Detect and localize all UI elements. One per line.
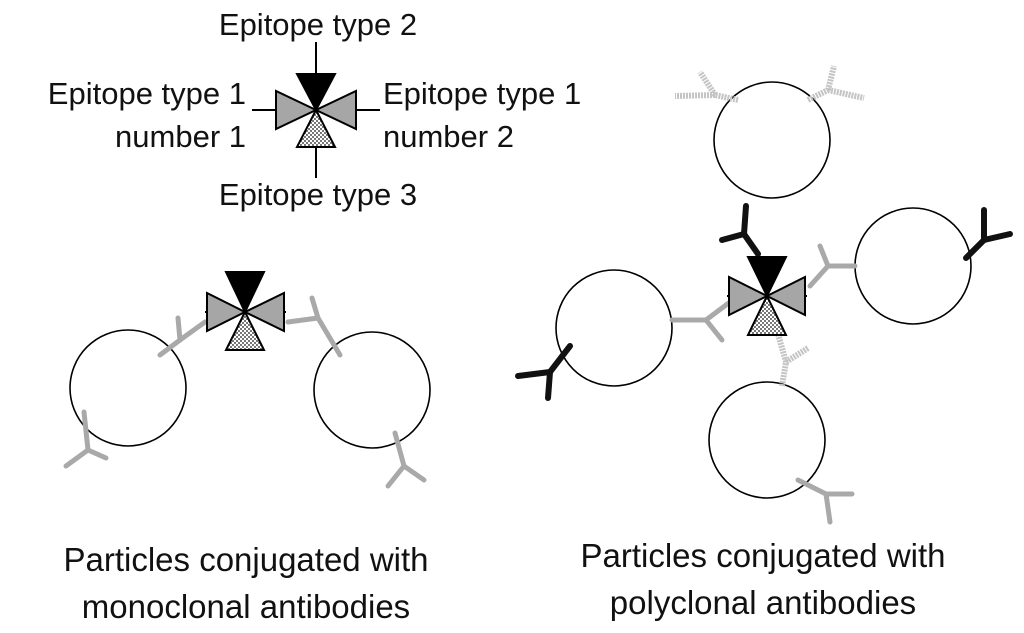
epitope-type-1-left-triangle <box>275 89 319 131</box>
particle-circle <box>555 269 673 387</box>
monoclonal-panel <box>63 271 431 489</box>
antibody-type-3 <box>674 70 739 103</box>
particle-circle <box>708 381 826 499</box>
epitope-type-3-triangle <box>224 309 266 351</box>
antibody-type-1 <box>807 243 858 289</box>
legend-antigen <box>252 42 380 178</box>
caption-polyclonal-line2: polyclonal antibodies <box>610 584 916 621</box>
antibody-type-2 <box>963 207 1013 261</box>
label-epitope-type-3: Epitope type 3 <box>219 177 417 212</box>
antibody-type-1 <box>795 477 855 525</box>
antigen <box>205 271 286 351</box>
label-number-1: number 1 <box>115 119 246 154</box>
antibody-type-3 <box>775 333 810 387</box>
particle-circle <box>854 207 972 325</box>
antibody-type-1 <box>669 299 733 343</box>
antibody-monoclonal <box>385 430 427 489</box>
epitope-type-1-right-triangle <box>764 275 806 317</box>
caption-monoclonal-line1: Particles conjugated with <box>63 541 428 578</box>
label-epitope-type-1-right: Epitope type 1 <box>383 76 581 111</box>
epitope-type-1-left-triangle <box>728 275 770 317</box>
particle-circle <box>713 81 831 199</box>
label-epitope-type-2: Epitope type 2 <box>219 7 417 42</box>
antibody-monoclonal <box>63 409 109 469</box>
epitope-type-1-right-triangle <box>242 291 285 333</box>
polyclonal-panel <box>515 65 1013 525</box>
antibody-type-2 <box>515 343 573 401</box>
antibody-type-2 <box>719 203 761 257</box>
epitope-type-1-right-triangle <box>313 89 357 131</box>
epitope-type-3-triangle <box>295 107 337 148</box>
epitope-type-2-triangle <box>224 271 266 315</box>
particle-circle <box>313 331 431 449</box>
antibody-type-3 <box>806 65 865 103</box>
antibody-monoclonal <box>157 315 208 358</box>
particle-circle <box>69 329 187 447</box>
epitope-type-2-triangle <box>746 256 788 299</box>
caption-monoclonal-line2: monoclonal antibodies <box>82 588 410 625</box>
epitope-type-1-left-triangle <box>206 291 248 333</box>
epitope-type-3-triangle <box>746 293 788 336</box>
antibody-monoclonal <box>285 295 343 358</box>
label-epitope-type-1-left: Epitope type 1 <box>48 76 246 111</box>
caption-polyclonal-line1: Particles conjugated with <box>580 537 945 574</box>
antigen <box>727 256 807 336</box>
label-number-2: number 2 <box>383 119 514 154</box>
epitope-type-2-triangle <box>295 73 337 113</box>
